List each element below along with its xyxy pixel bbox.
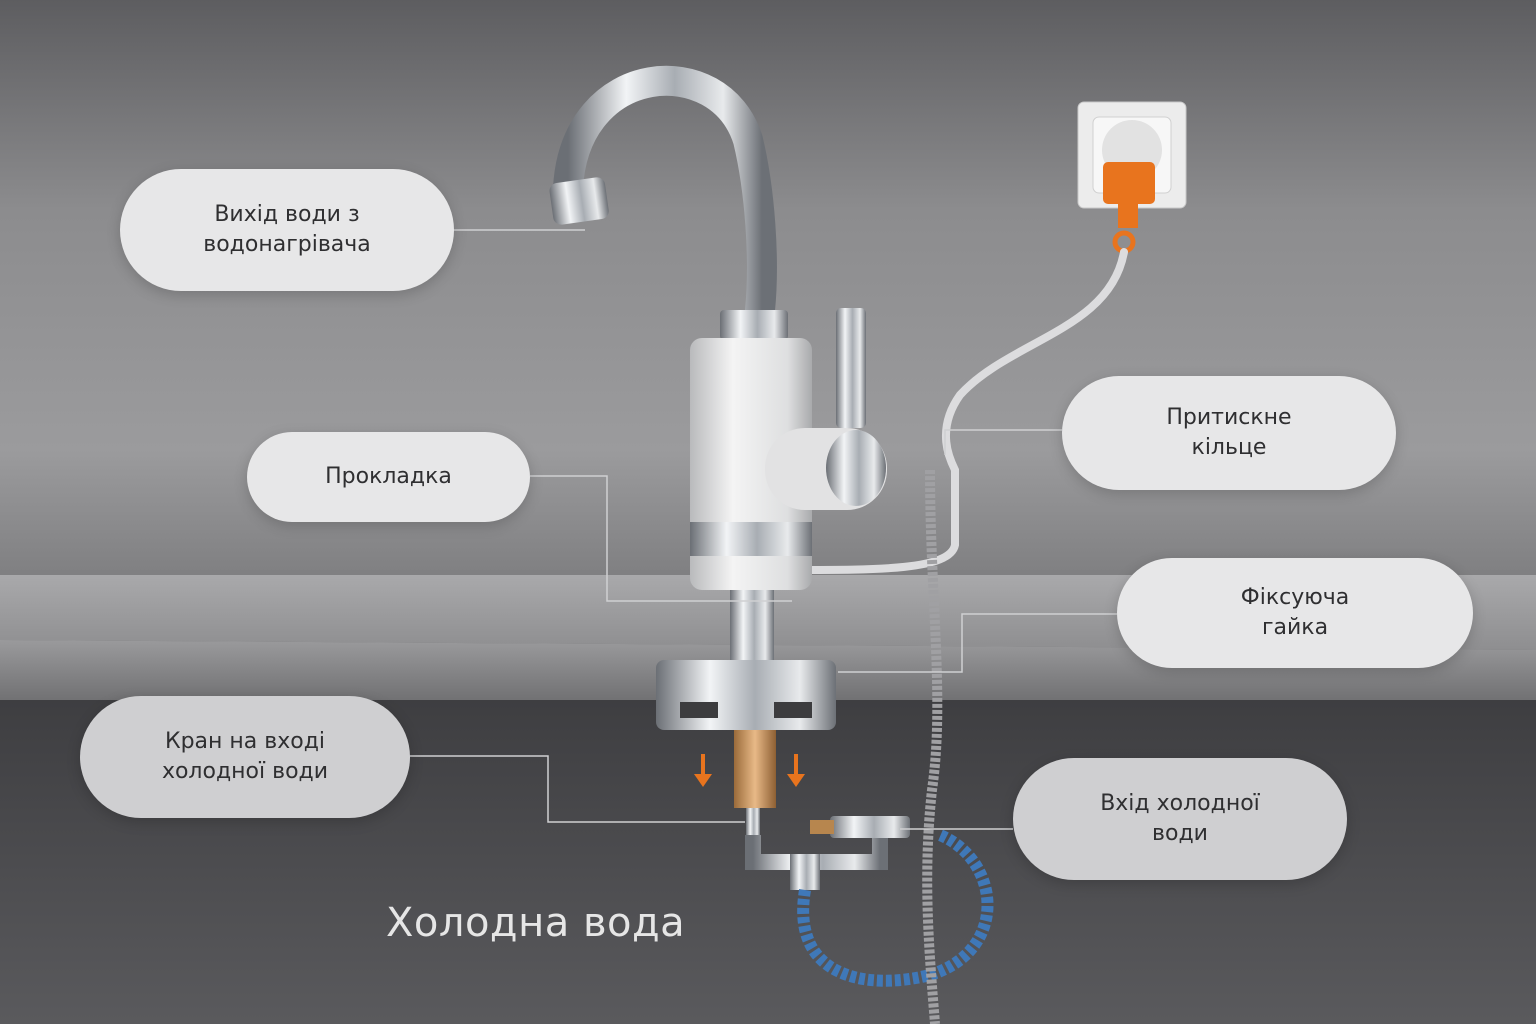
- label-gasket: Прокладка: [247, 432, 530, 522]
- leader-lines: [409, 229, 1117, 830]
- faucet-handle: [836, 308, 866, 428]
- steel-hose: [922, 469, 943, 1024]
- label-cold-inlet-text: Вхід холодної води: [1100, 791, 1260, 846]
- brass-inlet: [734, 730, 776, 808]
- caption-cold-water: Холодна вода: [386, 900, 686, 946]
- label-water-outlet: Вихід води з водонагрівача: [120, 169, 454, 291]
- label-inlet-valve: Кран на вході холодної води: [80, 696, 410, 818]
- label-fixing-nut-text: Фіксуюча гайка: [1240, 585, 1350, 640]
- label-inlet-valve-text: Кран на вході холодної води: [161, 729, 329, 784]
- cold-water-hose: [797, 829, 994, 987]
- heater-band: [690, 522, 812, 556]
- mount-thread: [730, 590, 774, 672]
- heater-knob-cap: [826, 430, 886, 506]
- label-clamp-ring-text: Притискне кільце: [1166, 405, 1292, 460]
- arrow-down-icon: [694, 754, 712, 787]
- power-cord: [786, 248, 1128, 574]
- arrow-down-icon: [787, 754, 805, 787]
- label-cold-inlet: Вхід холодної води: [1013, 758, 1347, 880]
- spout-nozzle: [549, 177, 609, 225]
- faucet-spout: [553, 65, 777, 325]
- label-gasket-text: Прокладка: [325, 464, 452, 489]
- label-water-outlet-text: Вихід води з водонагрівача: [203, 202, 371, 257]
- spout-collar: [720, 310, 788, 340]
- fixing-flange: [656, 660, 836, 730]
- label-fixing-nut: Фіксуюча гайка: [1117, 558, 1473, 668]
- wall-socket: [1077, 101, 1187, 254]
- label-clamp-ring: Притискне кільце: [1062, 376, 1396, 490]
